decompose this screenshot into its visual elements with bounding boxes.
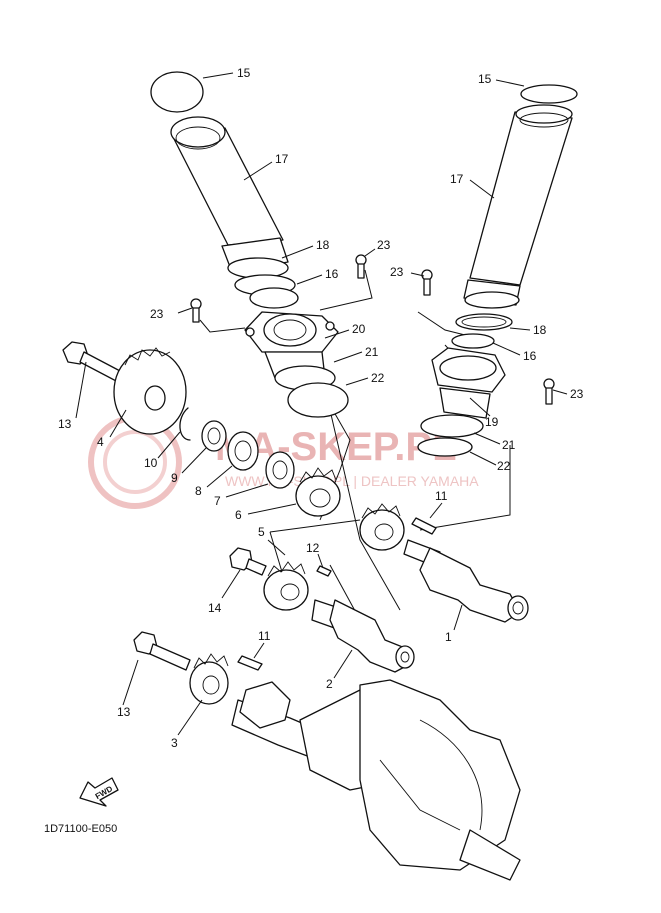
part-23-bolt-top — [355, 254, 367, 279]
guide-line-left-bolt — [199, 319, 246, 333]
part-15-oring-right — [520, 84, 578, 104]
callout-2: 2 — [326, 677, 333, 691]
part-22-oring-right — [417, 437, 473, 457]
part-15-oring-left — [150, 71, 204, 113]
guide-line-5 — [267, 539, 286, 556]
part-8-washer — [227, 431, 259, 471]
callout-23: 23 — [570, 387, 584, 401]
callout-17: 17 — [450, 172, 464, 186]
part-23-bolt-right-upper — [421, 269, 433, 296]
callout-11: 11 — [258, 629, 271, 643]
callout-13: 13 — [58, 417, 72, 431]
callout-18: 18 — [533, 323, 547, 337]
part-1-camshaft — [403, 539, 529, 623]
part-23-bolt-right-lower — [543, 378, 555, 405]
callout-6: 6 — [235, 508, 242, 522]
fwd-arrow-icon: FWD — [79, 777, 119, 807]
part-22-oring-left — [287, 382, 349, 418]
part-13-bolt-lower — [133, 631, 191, 671]
part-17-tube-left — [170, 116, 289, 279]
part-11-pin-upper — [411, 517, 437, 535]
callout-20: 20 — [352, 322, 366, 336]
guide-line-camshaft-1 — [419, 445, 511, 531]
callout-7: 7 — [214, 494, 221, 508]
callout-23: 23 — [377, 238, 391, 252]
part-5-gear-lower — [263, 561, 309, 611]
part-23-bolt-left — [190, 298, 202, 323]
callout-11: 11 — [435, 489, 448, 503]
part-12-pin — [316, 565, 332, 577]
callout-1: 1 — [445, 630, 452, 644]
part-16-oring-right — [451, 333, 495, 349]
callout-22: 22 — [371, 371, 385, 385]
part-5-gear-upper — [359, 503, 405, 551]
part-17-tube-right — [463, 104, 573, 309]
callout-3: 3 — [171, 736, 178, 750]
callout-17: 17 — [275, 152, 289, 166]
guide-line-right-assembly — [417, 311, 466, 336]
callout-12: 12 — [306, 541, 320, 555]
part-11-pin-lower — [237, 655, 263, 671]
watermark-logo-inner — [103, 430, 167, 494]
part-18-seal-right — [455, 313, 513, 331]
guide-line-right-bolt — [319, 269, 373, 311]
callout-23: 23 — [150, 307, 164, 321]
callout-13: 13 — [117, 705, 131, 719]
callout-4: 4 — [97, 435, 104, 449]
callout-8: 8 — [195, 484, 202, 498]
guide-line-lower — [329, 409, 401, 611]
part-10-clip — [179, 407, 191, 441]
callout-19: 19 — [485, 415, 499, 429]
part-4-gear — [113, 347, 187, 435]
part-9-washer — [201, 420, 227, 452]
callout-23: 23 — [390, 265, 404, 279]
part-7-washer — [265, 451, 295, 489]
part-13-bolt-upper — [62, 341, 123, 383]
part-14-bolt — [229, 547, 267, 576]
callout-5: 5 — [258, 525, 265, 539]
callout-9: 9 — [171, 471, 178, 485]
crankshaft — [231, 679, 521, 881]
callout-10: 10 — [144, 456, 158, 470]
part-6-gear — [295, 467, 341, 517]
callout-labels: 15 15 17 17 18 18 16 16 23 23 23 23 20 2… — [58, 66, 584, 750]
callout-15: 15 — [237, 66, 251, 80]
callout-18: 18 — [316, 238, 330, 252]
leader-lines — [75, 72, 568, 736]
part-21-seal-right — [420, 414, 484, 438]
part-16-oring-left — [249, 287, 299, 309]
callout-16: 16 — [325, 267, 339, 281]
callout-22: 22 — [497, 459, 511, 473]
watermark-sub: WWW.MA-SKEP.PL | DEALER YAMAHA — [225, 473, 479, 489]
callout-16: 16 — [523, 349, 537, 363]
callout-21: 21 — [365, 345, 379, 359]
diagram-code: 1D71100-E050 — [44, 823, 117, 835]
callout-15: 15 — [478, 72, 492, 86]
part-19-holder — [431, 347, 506, 419]
part-2-camshaft — [311, 599, 415, 673]
callout-14: 14 — [208, 601, 222, 615]
part-3-gear — [189, 653, 229, 705]
callout-21: 21 — [502, 438, 516, 452]
